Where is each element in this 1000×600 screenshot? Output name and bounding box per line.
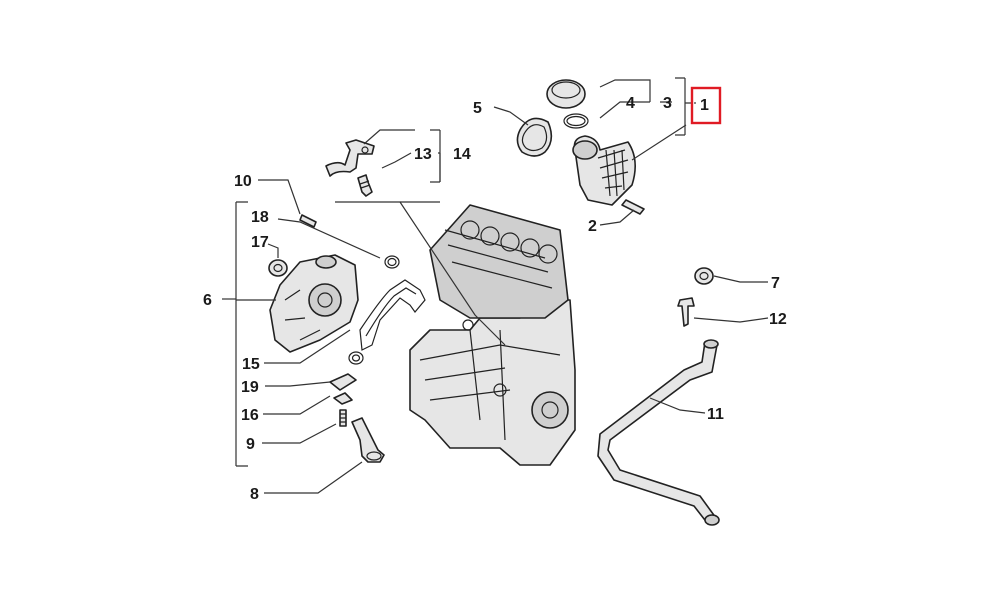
callout-16[interactable]: 16 xyxy=(241,407,259,424)
callout-4[interactable]: 4 xyxy=(626,95,635,112)
callout-13[interactable]: 13 xyxy=(414,146,432,163)
callout-18[interactable]: 18 xyxy=(251,209,269,226)
callout-7[interactable]: 7 xyxy=(771,275,780,292)
callout-2[interactable]: 2 xyxy=(588,218,597,235)
leader-lines xyxy=(222,79,769,494)
callout-10[interactable]: 10 xyxy=(234,173,252,190)
callout-labels: 1 2 3 4 5 6 7 8 9 10 11 12 13 14 15 16 1… xyxy=(203,86,787,503)
callout-6[interactable]: 6 xyxy=(203,292,212,309)
engine-block xyxy=(409,204,576,466)
dipstick-tube xyxy=(329,351,385,463)
callout-9[interactable]: 9 xyxy=(246,436,255,453)
callout-15[interactable]: 15 xyxy=(242,356,260,373)
callout-5[interactable]: 5 xyxy=(473,100,482,117)
callout-1[interactable]: 1 xyxy=(700,97,709,114)
callout-3[interactable]: 3 xyxy=(663,95,672,112)
callout-1-highlight-box xyxy=(690,86,722,125)
callout-11[interactable]: 11 xyxy=(707,406,724,423)
group-brackets xyxy=(235,77,693,467)
water-pipe xyxy=(597,267,720,526)
callout-12[interactable]: 12 xyxy=(769,311,787,328)
bracket-assembly xyxy=(325,139,375,197)
callout-8[interactable]: 8 xyxy=(250,486,259,503)
callout-14[interactable]: 14 xyxy=(453,146,471,163)
thermostat-housing xyxy=(516,79,645,215)
callout-19[interactable]: 19 xyxy=(241,379,259,396)
callout-17[interactable]: 17 xyxy=(251,234,269,251)
timing-cover xyxy=(268,214,426,353)
